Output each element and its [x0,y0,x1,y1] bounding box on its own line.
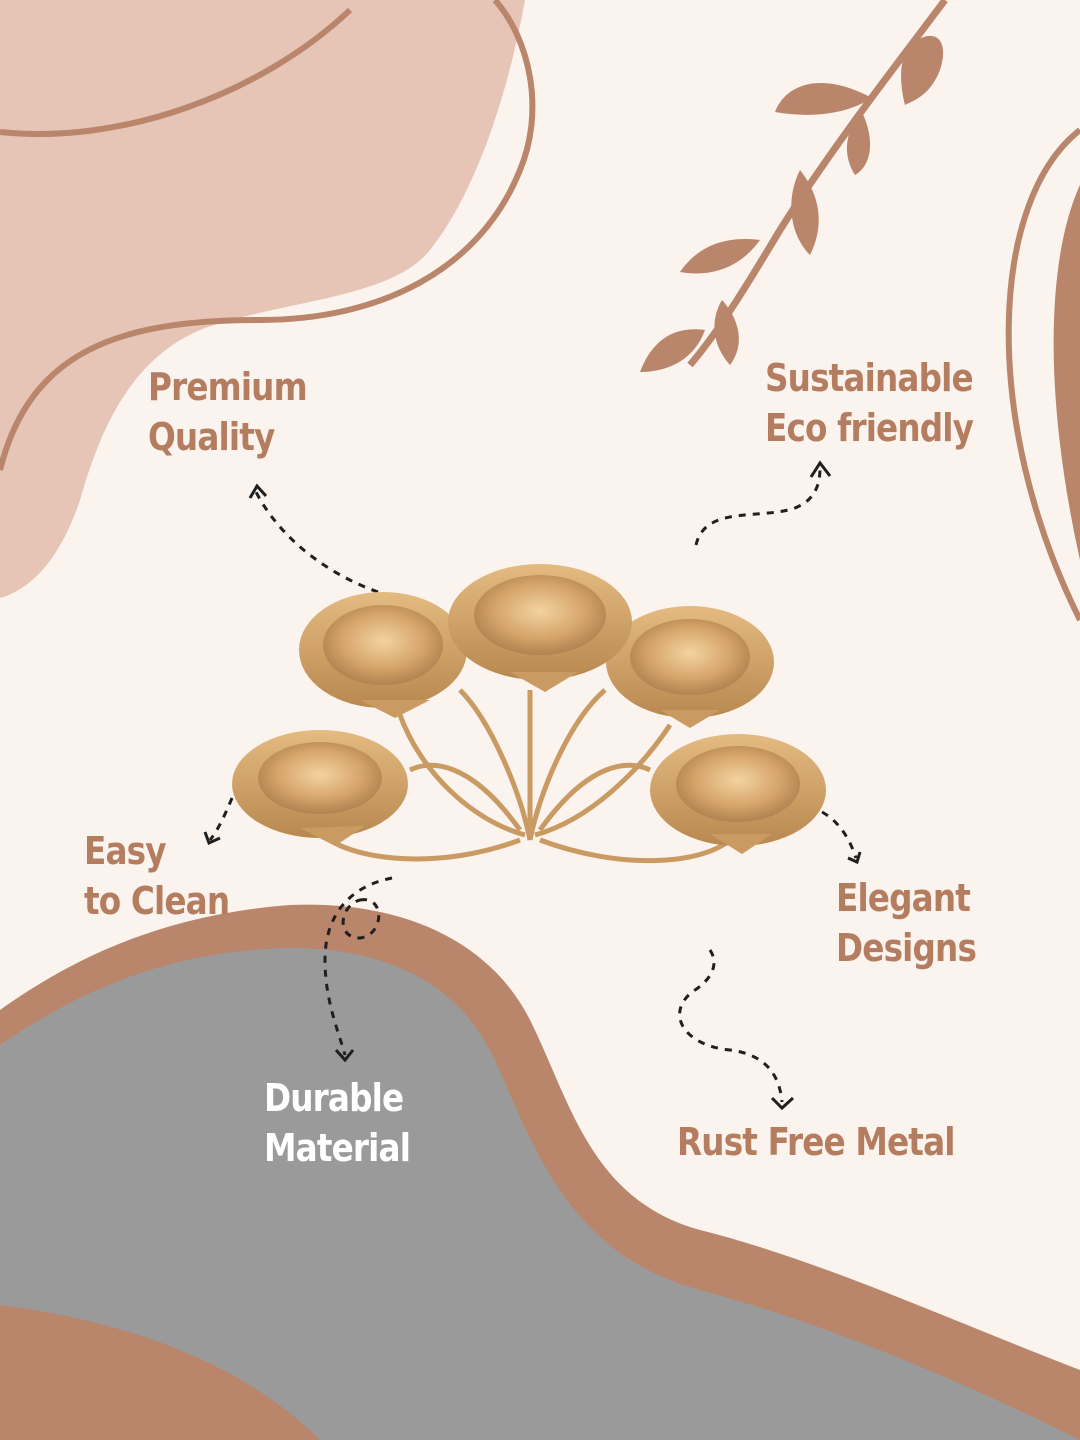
feature-elegant-designs: Elegant Designs [836,873,977,973]
diya-stand-icon [232,564,826,864]
feature-rust-free-line-1: Rust Free Metal [677,1120,955,1164]
feature-durable-line-1: Durable [264,1076,404,1120]
dashed-arrow-icon [208,467,858,1103]
feature-elegant-line-2: Designs [836,926,977,970]
feature-premium-line-1: Premium [148,365,308,409]
feature-elegant-line-1: Elegant [836,876,971,920]
feature-easy-to-clean: Easy to Clean [84,826,230,926]
leaf-branch-icon [640,0,948,372]
feature-rust-free-metal: Rust Free Metal [677,1117,955,1167]
feature-sustainable-line-2: Eco friendly [765,406,974,450]
copper-line-swoop [0,0,536,471]
copper-corner [0,1305,320,1440]
feature-durable-line-2: Material [264,1126,411,1170]
feature-sustainable-line-1: Sustainable [765,356,974,400]
grey-blob [0,948,1080,1440]
copper-arc-right-line [1005,127,1080,622]
copper-line-top [0,7,353,138]
feature-sustainable: Sustainable Eco friendly [765,353,974,453]
arrow-heads [203,460,862,1111]
feature-easy-line-2: to Clean [84,879,230,923]
feature-premium-line-2: Quality [148,415,275,459]
feature-easy-line-1: Easy [84,829,167,873]
blush-blob [0,0,525,598]
feature-durable-material: Durable Material [264,1073,411,1173]
copper-arc-right [1053,185,1080,560]
feature-premium-quality: Premium Quality [148,362,308,462]
